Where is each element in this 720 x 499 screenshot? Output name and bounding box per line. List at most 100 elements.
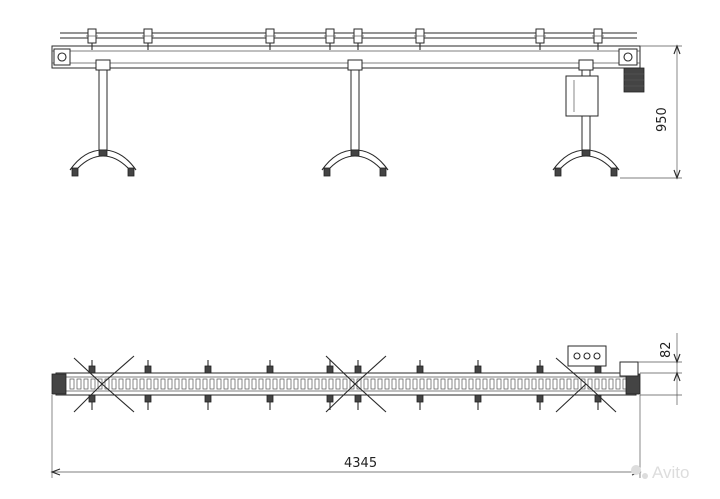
chain-slat <box>139 378 145 390</box>
chain-slat <box>363 378 369 390</box>
left-end-cap <box>51 373 67 395</box>
chain-slat <box>573 378 579 390</box>
chain-slat <box>216 378 222 390</box>
right-end-cap <box>625 373 641 395</box>
side-clamp <box>354 360 362 410</box>
chain-slat <box>412 378 418 390</box>
chain-slat <box>321 378 327 390</box>
chain-slat <box>76 378 82 390</box>
chain-slat <box>370 378 376 390</box>
chain-slat <box>496 378 502 390</box>
chain-slat <box>377 378 383 390</box>
chain-slat <box>552 378 558 390</box>
length-dimension-label: 4345 <box>344 456 377 471</box>
chain-slat <box>335 378 341 390</box>
chain-slat <box>587 378 593 390</box>
chain-slat <box>279 378 285 390</box>
chain-slat <box>286 378 292 390</box>
chain-slat <box>174 378 180 390</box>
side-clamp <box>536 360 544 410</box>
chain-slat <box>209 378 215 390</box>
chain-slat <box>237 378 243 390</box>
chain-slats <box>69 378 628 390</box>
rail-clamp <box>352 28 364 50</box>
chain-slat <box>601 378 607 390</box>
chain-slat <box>160 378 166 390</box>
chain-slat <box>482 378 488 390</box>
rail-clamp <box>534 28 546 50</box>
chain-slat <box>475 378 481 390</box>
watermark-text: Avito <box>652 463 690 482</box>
chain-slat <box>559 378 565 390</box>
chain-slat <box>90 378 96 390</box>
rail-clamps <box>86 28 604 50</box>
chain-slat <box>545 378 551 390</box>
width-dimension: 82 <box>638 333 682 405</box>
chain-slat <box>461 378 467 390</box>
chain-slat <box>181 378 187 390</box>
rail-clamp <box>264 28 276 50</box>
chain-slat <box>538 378 544 390</box>
chain-slat <box>426 378 432 390</box>
chain-slat <box>524 378 530 390</box>
right-end-sprocket <box>618 48 638 66</box>
chain-slat <box>384 378 390 390</box>
chain-slat <box>307 378 313 390</box>
height-dimension: 950 <box>620 44 682 180</box>
side-clamp <box>416 360 424 410</box>
chain-slat <box>293 378 299 390</box>
height-dimension-label: 950 <box>655 107 670 132</box>
chain-slat <box>594 378 600 390</box>
rail-clamp <box>592 28 604 50</box>
chain-slat <box>433 378 439 390</box>
chain-slat <box>223 378 229 390</box>
chain-slat <box>419 378 425 390</box>
chain-slat <box>83 378 89 390</box>
chain-slat <box>132 378 138 390</box>
rail-clamp <box>324 28 336 50</box>
chain-slat <box>314 378 320 390</box>
chain-slat <box>111 378 117 390</box>
chain-slat <box>349 378 355 390</box>
chain-slat <box>146 378 152 390</box>
chain-slat <box>440 378 446 390</box>
chain-slat <box>69 378 75 390</box>
chain-slat <box>118 378 124 390</box>
chain-slat <box>489 378 495 390</box>
chain-slat <box>356 378 362 390</box>
chain-slat <box>300 378 306 390</box>
chain-slat <box>398 378 404 390</box>
chain-slat <box>608 378 614 390</box>
chain-slat <box>517 378 523 390</box>
side-view: 950 <box>51 28 682 180</box>
side-clamps <box>88 360 602 410</box>
chain-slat <box>405 378 411 390</box>
chain-slat <box>328 378 334 390</box>
chain-slat <box>251 378 257 390</box>
left-end-sprocket <box>53 48 71 66</box>
length-dimension: 4345 <box>50 395 642 478</box>
side-clamp <box>88 360 96 410</box>
chain-slat <box>153 378 159 390</box>
control-box <box>565 75 599 117</box>
chain-slat <box>531 378 537 390</box>
support-legs <box>69 59 620 177</box>
motor-plan <box>619 361 639 377</box>
rail-clamp <box>142 28 154 50</box>
chain-slat <box>391 378 397 390</box>
chain-slat <box>167 378 173 390</box>
rail-clamp <box>86 28 98 50</box>
chain-slat <box>230 378 236 390</box>
chain-slat <box>580 378 586 390</box>
top-view: 82 4345 <box>50 333 682 478</box>
side-clamp <box>144 360 152 410</box>
chain-slat <box>195 378 201 390</box>
chain-slat <box>342 378 348 390</box>
chain-slat <box>258 378 264 390</box>
chain-slat <box>272 378 278 390</box>
chain-slat <box>202 378 208 390</box>
chain-slat <box>468 378 474 390</box>
chain-slat <box>566 378 572 390</box>
chain-slat <box>510 378 516 390</box>
